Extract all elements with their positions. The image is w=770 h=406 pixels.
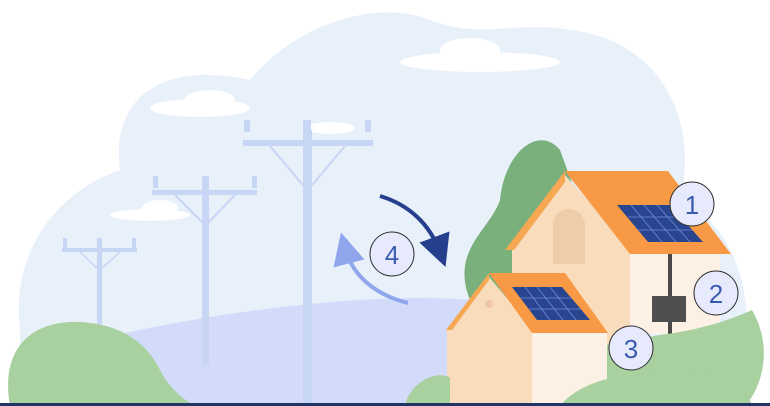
inverter-box <box>652 296 686 322</box>
arrow-to-house-icon <box>379 194 450 268</box>
badge-1: 1 <box>669 181 715 227</box>
svg-text:1: 1 <box>685 190 699 220</box>
power-poles <box>62 120 373 406</box>
arrow-to-grid-icon <box>333 232 409 305</box>
svg-text:3: 3 <box>624 334 638 364</box>
badge-2: 2 <box>693 270 739 316</box>
clouds <box>110 38 560 221</box>
svg-text:2: 2 <box>709 279 723 309</box>
grass-mid <box>405 375 450 406</box>
cable <box>668 254 672 336</box>
grass-left <box>8 321 200 406</box>
small-house <box>446 273 608 406</box>
ground-line <box>0 403 770 406</box>
svg-text:4: 4 <box>385 240 399 270</box>
grass-front <box>560 371 752 406</box>
badge-3: 3 <box>608 325 654 371</box>
badge-4: 4 <box>369 231 415 277</box>
